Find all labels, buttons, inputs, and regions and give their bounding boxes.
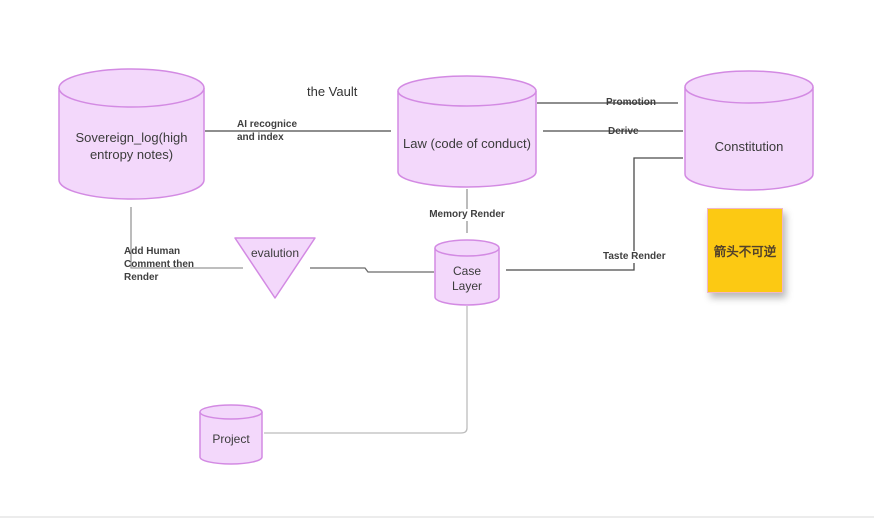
edge-case-to-evalution[interactable] (310, 267, 434, 273)
node-case-layer[interactable]: Case Layer (434, 239, 500, 306)
node-evalution[interactable]: evalution (233, 236, 317, 300)
node-constitution[interactable]: Constitution (684, 70, 814, 191)
node-label-law: Law (code of conduct) (403, 135, 531, 151)
edge-label-promotion[interactable]: Promotion (606, 97, 656, 108)
edge-constitution-to-case-taste-render[interactable] (506, 157, 683, 271)
edge-label-taste-render[interactable]: Taste Render (601, 251, 668, 263)
cylinder-shape (434, 239, 500, 306)
node-label-sovereign-log: Sovereign_log(high entropy notes) (75, 130, 188, 162)
node-label-project: Project (212, 431, 250, 446)
edge-label-add-human-comment-then-render[interactable]: Add Human Comment then Render (124, 246, 194, 283)
diagram-title: the Vault (307, 84, 358, 99)
edge-label-derive[interactable]: Derive (608, 126, 639, 137)
cylinder-shape (397, 75, 537, 188)
edge-case-to-project[interactable] (264, 306, 468, 434)
cylinder-shape (58, 68, 205, 200)
edge-label-ai-recognice-and-index[interactable]: AI recognice and index (237, 119, 298, 143)
inverted-triangle-shape (234, 237, 316, 299)
cylinder-shape (199, 404, 263, 465)
node-sovereign-log[interactable]: Sovereign_log(high entropy notes) (58, 68, 205, 200)
node-label-constitution: Constitution (714, 138, 784, 154)
node-label-case-layer: Case Layer (451, 264, 483, 293)
node-law[interactable]: Law (code of conduct) (397, 75, 537, 188)
node-project[interactable]: Project (199, 404, 263, 465)
sticky-note-text: 箭头不可逆 (713, 245, 777, 259)
edge-evalution-to-sovereign[interactable] (130, 207, 243, 269)
cylinder-shape (684, 70, 814, 191)
node-label-evalution: evalution (250, 246, 300, 260)
sticky-note[interactable]: 箭头不可逆 (707, 208, 783, 293)
canvas-bottom-edge (0, 516, 874, 518)
edge-label-memory-render[interactable]: Memory Render (425, 209, 509, 221)
